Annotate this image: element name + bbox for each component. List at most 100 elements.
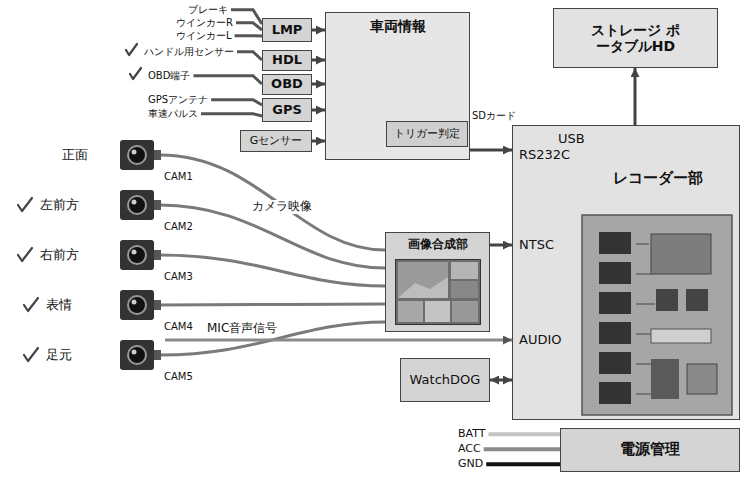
camera-icon <box>120 240 161 270</box>
chip <box>599 352 631 374</box>
signal-label: MIC音声信号 <box>205 322 279 336</box>
trace <box>636 244 655 394</box>
flow-arrow <box>312 59 325 62</box>
camera-body <box>120 190 154 220</box>
wire-group <box>193 10 560 465</box>
camera-name: CAM3 <box>164 271 193 283</box>
camera-lens <box>128 196 146 214</box>
trigger-box: トリガー判定 <box>386 121 468 147</box>
check-mark <box>18 248 32 261</box>
camera-mount <box>154 350 161 360</box>
storage-box: ストレージ ポータブルHD <box>553 8 718 68</box>
component <box>656 289 678 311</box>
camera-icon <box>120 190 161 220</box>
component <box>687 364 717 394</box>
flow-arrow <box>470 149 512 152</box>
check-mark <box>126 44 137 55</box>
signal-label: OBD端子 <box>148 70 190 82</box>
camera-position: 右前方 <box>40 248 79 263</box>
camera-lens <box>128 246 146 264</box>
flow-arrow <box>312 83 325 86</box>
check-mark <box>18 198 32 211</box>
board-plate <box>582 215 732 415</box>
power-signal: ACC <box>458 443 481 456</box>
component <box>651 234 711 274</box>
node-text: RS232C <box>519 148 570 163</box>
camera-lens <box>128 296 146 314</box>
node-text: HDL <box>272 53 302 68</box>
signal-label: ウインカーR <box>176 17 233 29</box>
node-text: LMP <box>272 23 303 38</box>
lens-highlight <box>132 150 137 155</box>
node-text: 車両情報 <box>370 18 426 34</box>
node-text: Gセンサー <box>250 135 303 148</box>
signal-label: 車速パルス <box>148 108 198 120</box>
signal-wire <box>237 52 262 60</box>
lens-highlight <box>132 300 137 305</box>
chip <box>599 232 631 254</box>
flow-arrow <box>490 244 512 247</box>
signal-label: ブレーキ <box>188 4 228 16</box>
mic-audio-wire <box>165 339 512 342</box>
camera-position: 左前方 <box>40 198 79 213</box>
vehicle-info-box: 車両情報トリガー判定 <box>325 12 470 160</box>
chip <box>599 262 631 284</box>
image-view <box>452 301 478 322</box>
camera-wire <box>160 304 385 305</box>
camera-wire <box>160 155 385 250</box>
flow-arrow <box>312 140 325 143</box>
camera-mount <box>154 200 161 210</box>
flow-arrow <box>312 109 325 112</box>
chip <box>599 322 631 344</box>
camera-mount <box>154 150 161 160</box>
camera-body <box>120 140 154 170</box>
chip <box>599 382 631 404</box>
node-text: OBD <box>271 77 303 92</box>
check-marks <box>18 44 141 361</box>
power-box: 電源管理 <box>560 428 740 472</box>
component <box>651 359 679 399</box>
signal-wire <box>235 34 262 37</box>
port-label: SDカード <box>472 110 516 122</box>
check-mark <box>130 68 141 79</box>
lens-highlight <box>132 200 137 205</box>
node-text: NTSC <box>519 238 554 253</box>
camera-name: CAM5 <box>164 371 193 383</box>
camera-position: 表情 <box>46 298 72 313</box>
power-signal: GND <box>458 458 483 471</box>
lens-highlight <box>132 250 137 255</box>
power-signal: BATT <box>458 428 485 441</box>
signal-box: OBD <box>262 74 312 95</box>
camera-wire <box>160 255 385 286</box>
check-mark <box>24 298 38 311</box>
connector-strip <box>651 329 711 343</box>
camera-name: CAM1 <box>164 171 193 183</box>
signal-wire <box>484 447 560 451</box>
flow-arrow <box>634 68 637 125</box>
camera-wire <box>160 205 385 268</box>
signal-wire <box>488 432 560 436</box>
image-view <box>398 262 448 298</box>
signal-label: カメラ映像 <box>250 200 314 214</box>
cameras <box>120 140 161 370</box>
image-view <box>451 281 478 298</box>
sensor-box: Gセンサー <box>240 130 312 152</box>
camera-icon <box>120 140 161 170</box>
flow-arrow <box>490 379 512 382</box>
camera-icon <box>120 340 161 370</box>
recorder-box: USBRS232Cレコーダー部NTSCAUDIO <box>512 125 740 420</box>
node-text: USB <box>558 132 585 147</box>
node-text: GPS <box>272 103 302 118</box>
image-view <box>398 301 423 322</box>
image-view <box>451 262 478 279</box>
signal-wire <box>193 76 262 84</box>
camera-body <box>120 240 154 270</box>
camera-mount <box>154 250 161 260</box>
camera-icon <box>120 290 161 320</box>
node-text: 電源管理 <box>620 441 680 458</box>
camera-body <box>120 290 154 320</box>
signal-label: ウインカーL <box>176 30 232 42</box>
camera-wires <box>160 155 385 355</box>
signal-label: ハンドル用センサー <box>144 46 234 58</box>
